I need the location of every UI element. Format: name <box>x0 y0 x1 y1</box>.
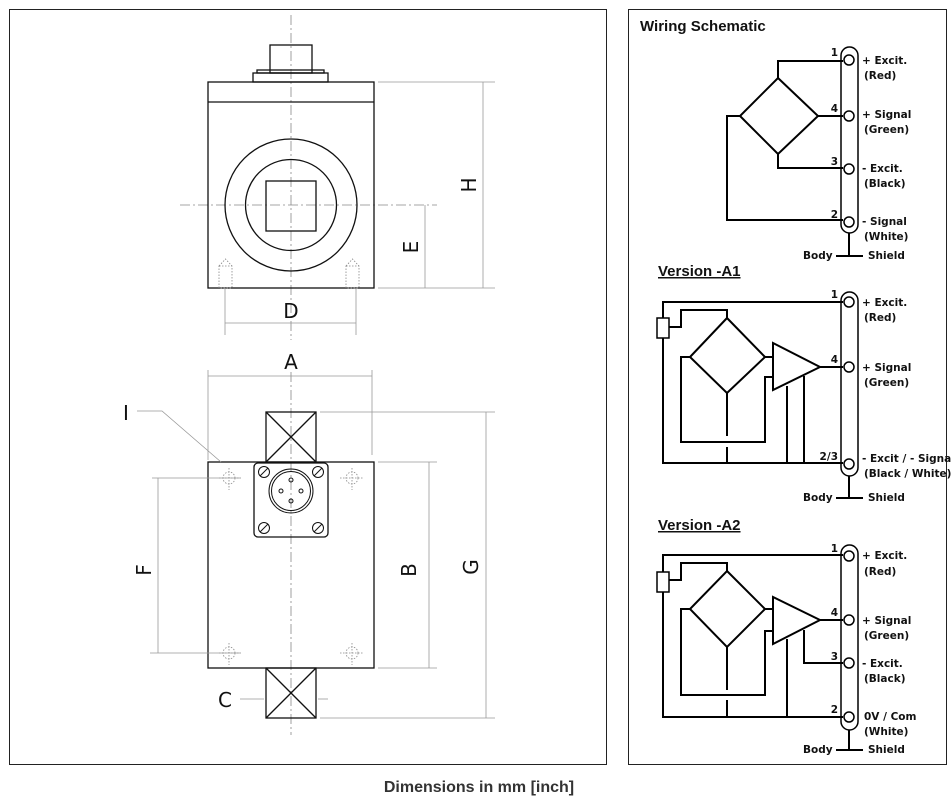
terminal-color: (Black / White) <box>864 468 951 480</box>
dimension-label-g: G <box>459 559 483 575</box>
dimension-label-h: H <box>457 177 481 192</box>
terminal-label: + Excit. <box>862 297 907 309</box>
terminal-color: (Black) <box>864 673 906 685</box>
front-view-drawing <box>137 370 495 735</box>
terminal-label: - Excit. <box>862 658 903 670</box>
top-view-drawing <box>180 15 495 340</box>
standard-wiring-diagram <box>726 46 863 257</box>
terminal-number: 3 <box>831 156 838 168</box>
dimension-label-f: F <box>132 564 156 576</box>
dimension-label-d: D <box>283 299 298 323</box>
terminal-label: + Signal <box>862 615 911 627</box>
terminal-number: 4 <box>831 607 838 619</box>
terminal-color: (Red) <box>864 566 896 578</box>
dimension-label-e: E <box>399 241 423 254</box>
version-a1-title: Version -A1 <box>658 263 741 280</box>
terminal-label: + Signal <box>862 362 911 374</box>
terminal-color: (Green) <box>864 124 909 136</box>
terminal-color: (White) <box>864 726 908 738</box>
terminal-number: 3 <box>831 651 838 663</box>
version-a2-wiring-diagram <box>656 544 863 751</box>
terminal-color: (Green) <box>864 377 909 389</box>
terminal-color: (Red) <box>864 312 896 324</box>
dimension-label-i: I <box>123 401 129 425</box>
terminal-number: 4 <box>831 354 838 366</box>
terminal-label: - Signal <box>862 216 907 228</box>
wiring-schematic-panel <box>628 9 947 765</box>
body-label: Body <box>803 250 833 262</box>
terminal-color: (Red) <box>864 70 896 82</box>
schematic-title: Wiring Schematic <box>640 18 766 35</box>
version-a1-wiring-diagram <box>656 291 863 499</box>
terminal-color: (Black) <box>864 178 906 190</box>
terminal-label: + Signal <box>862 109 911 121</box>
terminal-number: 2 <box>831 704 838 716</box>
dimension-label-c: C <box>218 688 232 712</box>
dimension-drawing-panel <box>9 9 607 765</box>
terminal-color: (White) <box>864 231 908 243</box>
terminal-number: 1 <box>831 543 838 555</box>
terminal-number: 1 <box>831 47 838 59</box>
terminal-label: 0V / Com <box>864 711 916 723</box>
terminal-color: (Green) <box>864 630 909 642</box>
body-label: Body <box>803 744 833 756</box>
terminal-number: 1 <box>831 289 838 301</box>
terminal-label: - Excit. <box>862 163 903 175</box>
dimension-label-a: A <box>284 350 298 374</box>
terminal-label: + Excit. <box>862 550 907 562</box>
shield-label: Shield <box>868 744 905 756</box>
terminal-number: 2 <box>831 209 838 221</box>
dimensions-caption: Dimensions in mm [inch] <box>384 779 574 796</box>
shield-label: Shield <box>868 492 905 504</box>
dimension-label-b: B <box>397 563 421 577</box>
terminal-label: - Excit / - Signal <box>862 453 952 465</box>
terminal-label: + Excit. <box>862 55 907 67</box>
terminal-number: 2/3 <box>820 451 838 463</box>
shield-label: Shield <box>868 250 905 262</box>
body-label: Body <box>803 492 833 504</box>
terminal-number: 4 <box>831 103 838 115</box>
version-a2-title: Version -A2 <box>658 517 741 534</box>
